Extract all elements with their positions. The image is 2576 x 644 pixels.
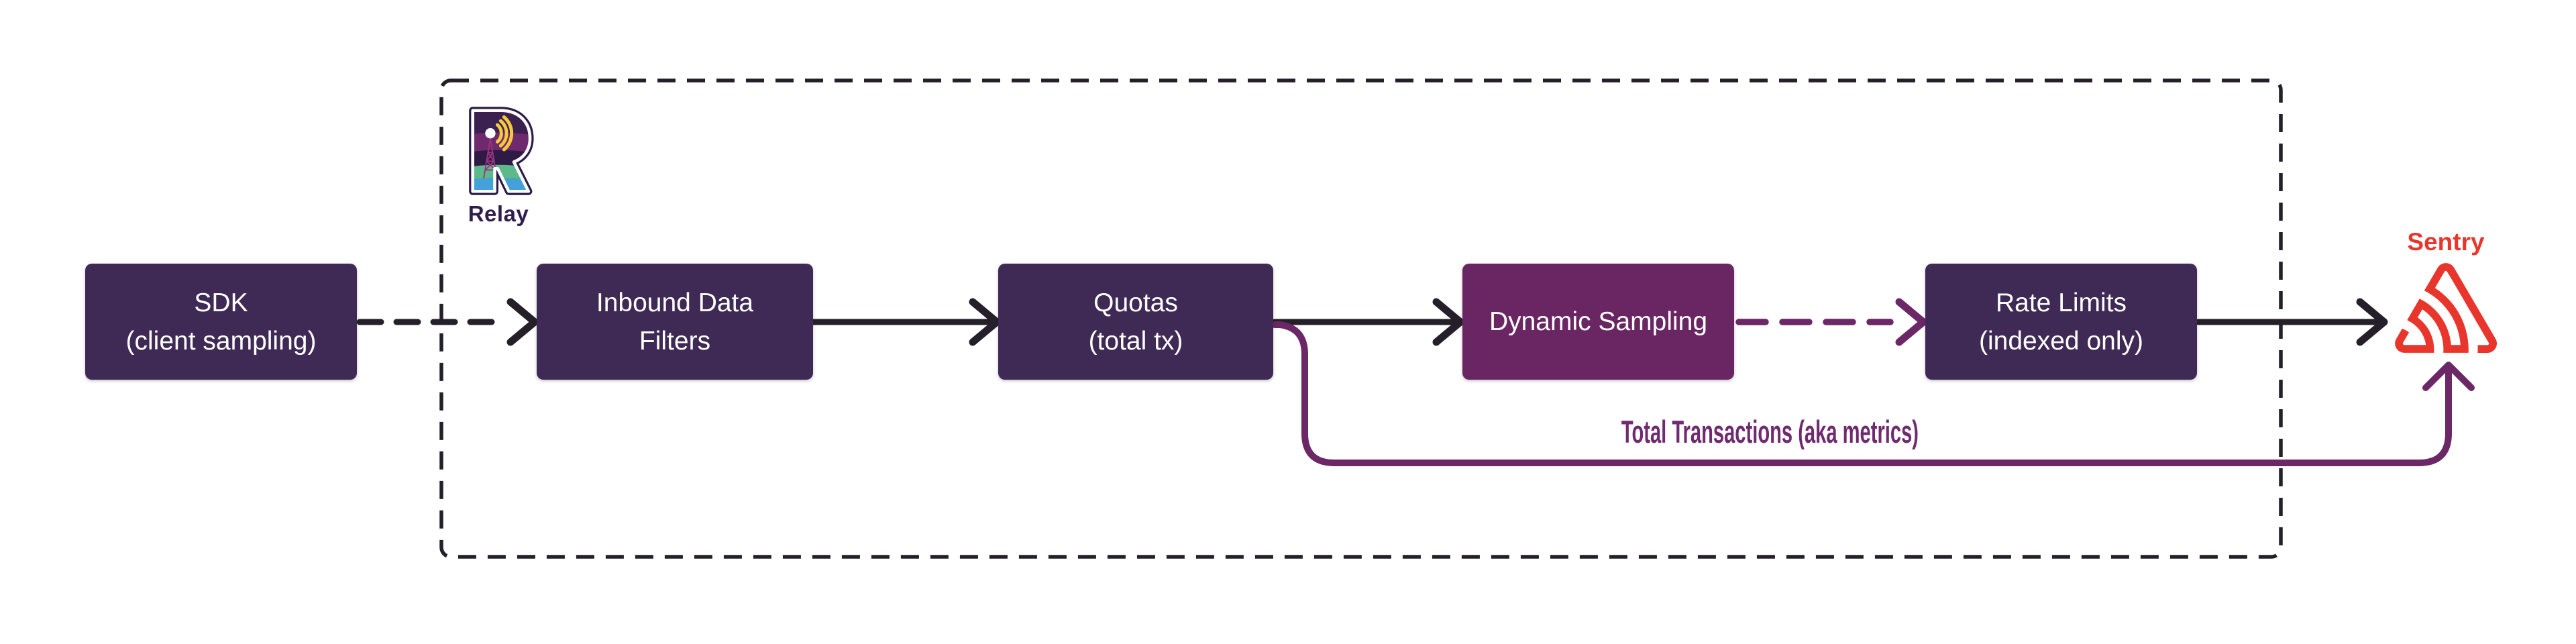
sentry-logo-block: Sentry [2380, 228, 2512, 353]
node-dynamic-sampling-label: Dynamic Sampling [1489, 307, 1708, 336]
node-sdk-label: SDK [194, 288, 248, 317]
node-rate-limits-sublabel: (indexed only) [1979, 326, 2143, 356]
edge-dynamic-sampling-to-rate-limits [1735, 298, 1927, 346]
node-rate-limits-label: Rate Limits [1995, 288, 2127, 317]
metrics-edge-label: Total Transactions (aka metrics) [1621, 414, 1919, 449]
edge-quotas-to-dynamic-sampling [1271, 298, 1464, 346]
node-quotas-label: Quotas [1093, 288, 1178, 317]
node-rate-limits: Rate Limits (indexed only) [1925, 264, 2197, 380]
relay-container-border [439, 78, 2283, 559]
edge-rate-limits-to-sentry [2195, 298, 2388, 346]
relay-logo-block: Relay [459, 105, 538, 227]
node-dynamic-sampling: Dynamic Sampling [1462, 264, 1734, 380]
edge-sdk-to-inbound [356, 298, 539, 346]
edge-inbound-to-quotas [808, 298, 1001, 346]
node-inbound-label: Inbound Data [596, 288, 754, 317]
node-sdk: SDK (client sampling) [85, 264, 357, 380]
node-sdk-sublabel: (client sampling) [125, 326, 317, 356]
relay-logo-icon [460, 105, 537, 197]
edge-quotas-to-sentry-metrics [1271, 321, 2475, 466]
node-quotas: Quotas (total tx) [998, 264, 1273, 380]
relay-label: Relay [468, 201, 529, 226]
sentry-logo-icon [2395, 263, 2497, 353]
node-inbound-sublabel: Filters [639, 326, 711, 356]
node-quotas-sublabel: (total tx) [1088, 326, 1183, 356]
sentry-label: Sentry [2407, 228, 2485, 256]
node-inbound-data-filters: Inbound Data Filters [537, 264, 813, 380]
